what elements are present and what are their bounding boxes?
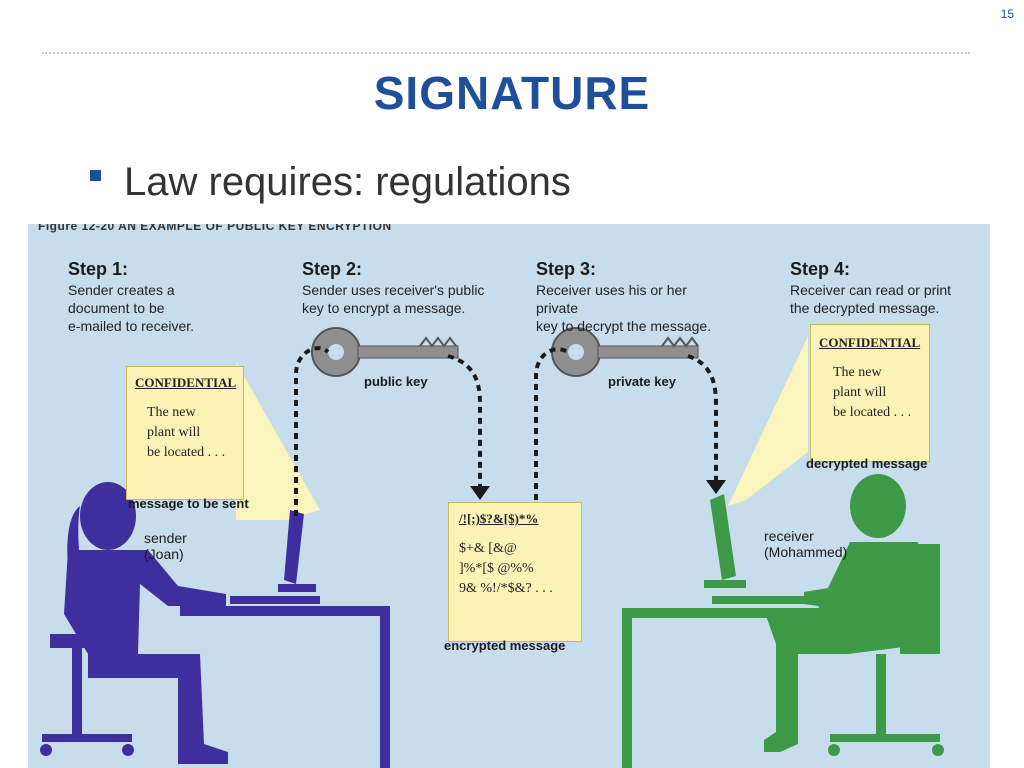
encrypted-note-body: $+& [&@ ]%*[$ @%% 9& %!/*$&? . . . xyxy=(459,541,553,596)
slide-number: 15 xyxy=(1000,7,1014,21)
encrypted-note-heading: /![;)$?&[$)*% xyxy=(459,511,539,526)
step-1-text: Sender creates a document to be e-mailed… xyxy=(68,282,195,334)
private-key-label: private key xyxy=(608,374,676,389)
message-to-be-sent-label: message to be sent xyxy=(128,496,249,511)
bullet-square-icon xyxy=(90,170,101,181)
step-2-heading: Step 2: xyxy=(302,259,363,279)
bullet-text: Law requires: regulations xyxy=(124,160,571,204)
bullet-item: Law requires: regulations xyxy=(90,160,571,205)
public-key-icon xyxy=(311,327,459,377)
receiver-light-beam xyxy=(728,336,808,506)
sender-message-note: CONFIDENTIAL The new plant will be locat… xyxy=(126,366,244,500)
public-key-label: public key xyxy=(364,374,428,389)
sender-light-beam xyxy=(236,362,320,520)
sender-note-body: The new plant will be located . . . xyxy=(147,405,226,460)
slide-title: SIGNATURE xyxy=(373,67,651,119)
sender-computer xyxy=(230,510,320,604)
receiver-computer xyxy=(704,494,808,604)
receiver-desk xyxy=(622,608,834,768)
receiver-note-body: The new plant will be located . . . xyxy=(833,365,912,420)
figure-illustration xyxy=(40,327,944,768)
step-1-heading: Step 1: xyxy=(68,259,129,279)
private-key-icon xyxy=(551,327,699,377)
encrypted-message-label: encrypted message xyxy=(444,638,566,653)
receiver-message-note: CONFIDENTIAL The new plant will be locat… xyxy=(810,324,930,462)
decrypt-arrowhead-icon xyxy=(706,480,726,494)
step-2-text: Sender uses receiver's public key to enc… xyxy=(302,282,485,316)
step-1: Step 1: Sender creates a document to be … xyxy=(68,260,258,335)
step-3-text: Receiver uses his or her private key to … xyxy=(536,282,712,334)
encrypt-arrowhead-icon xyxy=(470,486,490,500)
encryption-figure: Figure 12-20 AN EXAMPLE OF PUBLIC KEY EN… xyxy=(28,224,990,768)
receiver-label: receiver (Mohammed) xyxy=(764,528,848,560)
encrypted-message-note: /![;)$?&[$)*% $+& [&@ ]%*[$ @%% 9& %!/*$… xyxy=(448,502,582,642)
decrypt-arrow xyxy=(534,347,718,500)
step-2: Step 2: Sender uses receiver's public ke… xyxy=(302,260,492,317)
header-divider xyxy=(42,52,970,54)
encrypt-arrow xyxy=(294,346,482,516)
step-3-heading: Step 3: xyxy=(536,259,597,279)
step-4-text: Receiver can read or print the decrypted… xyxy=(790,282,952,316)
step-4: Step 4: Receiver can read or print the d… xyxy=(790,260,980,317)
receiver-note-heading: CONFIDENTIAL xyxy=(819,335,921,350)
receiver-person-silhouette xyxy=(764,474,944,756)
decrypted-message-label: decrypted message xyxy=(806,456,928,471)
sender-person-silhouette xyxy=(40,482,228,764)
sender-note-heading: CONFIDENTIAL xyxy=(135,375,237,390)
step-3: Step 3: Receiver uses his or her private… xyxy=(536,260,726,335)
figure-caption: Figure 12-20 AN EXAMPLE OF PUBLIC KEY EN… xyxy=(38,224,392,233)
sender-label: sender (Joan) xyxy=(144,530,187,562)
sender-desk xyxy=(180,606,390,768)
step-4-heading: Step 4: xyxy=(790,259,851,279)
